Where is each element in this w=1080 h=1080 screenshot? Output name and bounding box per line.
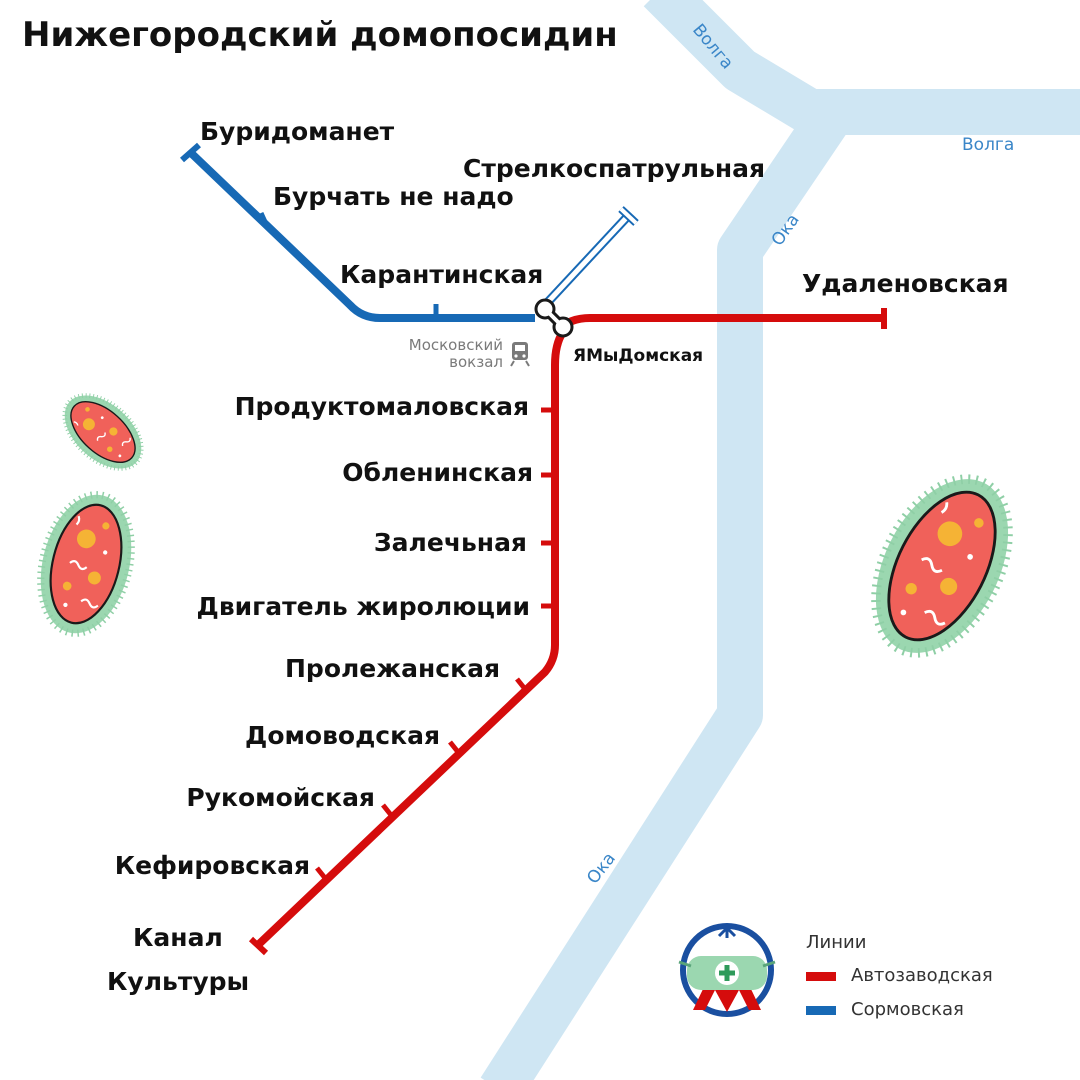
interchange-node [534,298,574,338]
station-tick-domovod [448,740,460,754]
station-tick-kanal [248,936,269,956]
station-label: Пролежанская [285,654,500,683]
station-label: Удаленовская [802,269,1009,298]
station-tick-kefir [315,866,327,880]
river-label-volga-right: Волга [962,135,1014,155]
station-labels-blue: Буридоманет Бурчать не надо Карантинская… [200,117,765,289]
station-tick-prolezh [515,677,527,691]
station-label: Кефировская [115,851,310,880]
landmark-line1: Московский [409,336,503,354]
station-label: Канал [133,923,223,952]
station-label: Бурчать не надо [273,182,514,211]
station-label: Культуры [107,967,249,996]
station-label: Залечьная [374,528,527,557]
legend-item-red: Автозаводская [851,965,993,986]
station-label: Продуктомаловская [235,392,529,421]
legend-swatch-blue [806,1006,836,1015]
station-label: ЯМыДомская [573,346,703,366]
landmark-moskovsky-vokzal: Московский вокзал [409,336,530,371]
legend-title: Линии [806,932,866,953]
metro-logo-mask-icon [678,923,776,1017]
rivers: Волга Волга Ока Ока [480,0,1080,1080]
virus-icon [849,457,1035,675]
legend: Линии Автозаводская Сормовская [678,923,993,1020]
legend-item-blue: Сормовская [851,999,964,1020]
station-tick-rukomoy [381,803,393,817]
station-tick-buridomanet [180,142,201,163]
legend-swatch-red [806,972,836,981]
station-labels-red: Удаленовская ЯМыДомская Продуктомаловска… [107,269,1009,996]
virus-icon [51,381,155,482]
river-volga [643,0,1080,135]
station-label: Стрелкоспатрульная [463,154,765,183]
page-title: Нижегородский домопосидин [22,15,618,55]
station-tick-burchat [258,211,269,226]
landmark-line2: вокзал [449,353,503,371]
station-label: Двигатель жиролюции [197,592,530,621]
train-icon [510,342,530,367]
line-sormovskaya [180,142,639,322]
station-label: Буридоманет [200,117,395,146]
line-avtozavodskaya [248,308,887,956]
station-label: Домоводская [245,721,440,750]
virus-icon [27,485,145,643]
river-oka [480,107,848,1080]
virus-decorations [27,381,1035,675]
station-label: Карантинская [340,260,543,289]
station-label: Обленинская [342,458,533,487]
station-label: Рукомойская [186,783,375,812]
